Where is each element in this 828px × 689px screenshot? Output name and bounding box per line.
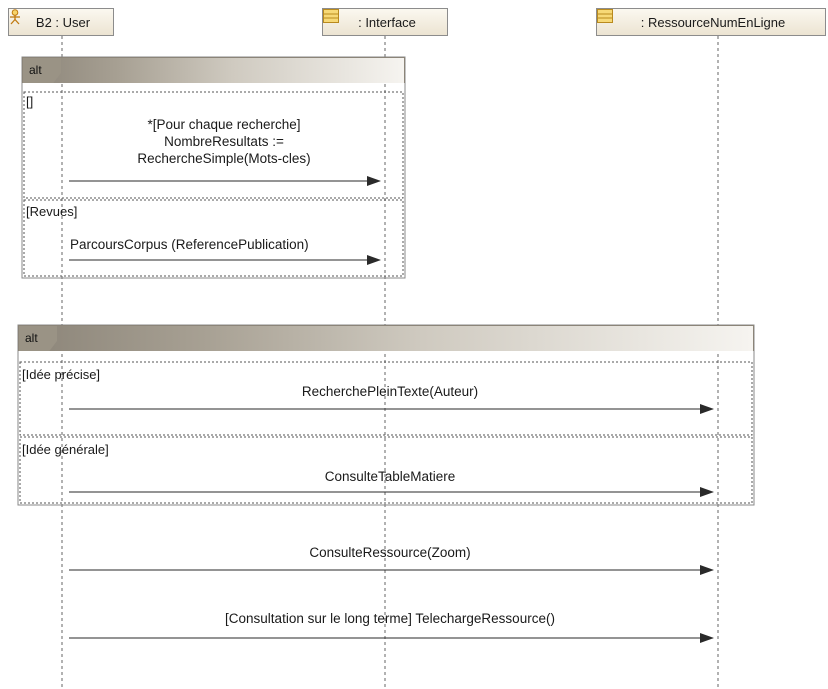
lifeline-ressource[interactable]: : RessourceNumEnLigne	[596, 8, 826, 36]
alt-fragment-1-operand-1	[23, 91, 404, 199]
alt-fragment-1-operand-2	[23, 199, 404, 277]
lifeline-user[interactable]: B2 : User	[8, 8, 114, 36]
guard-label: [Idée générale]	[22, 442, 109, 457]
message-label-consulte-ressource[interactable]: ConsulteRessource(Zoom)	[309, 545, 471, 560]
alt-operator-label: alt	[29, 63, 42, 77]
message-label-consulte-table[interactable]: ConsulteTableMatiere	[324, 469, 456, 484]
alt-fragment-1-header[interactable]: alt	[22, 57, 405, 83]
lifeline-interface-label: : Interface	[358, 14, 416, 30]
lifeline-ressource-label: : RessourceNumEnLigne	[640, 14, 786, 30]
lifeline-interface[interactable]: : Interface	[322, 8, 448, 36]
message-label-recherche-simple[interactable]: *[Pour chaque recherche] NombreResultats…	[137, 117, 311, 166]
lifeline-user-label: B2 : User	[35, 14, 91, 30]
message-label-telecharge[interactable]: [Consultation sur le long terme] Telecha…	[225, 611, 555, 626]
alt-fragment-2-operand-1	[19, 361, 753, 436]
guard-label: [Idée précise]	[22, 367, 101, 382]
guard-label: [Revues]	[26, 204, 78, 219]
message-label-parcours-corpus[interactable]: ParcoursCorpus (ReferencePublication)	[70, 237, 309, 252]
guard-label: []	[26, 94, 34, 109]
alt-operator-label: alt	[25, 331, 38, 345]
alt-fragment-2-header[interactable]: alt	[18, 325, 754, 351]
message-label-recherche-plein-texte[interactable]: RecherchePleinTexte(Auteur)	[301, 384, 479, 399]
alt-fragment-2-operand-2	[19, 436, 753, 504]
